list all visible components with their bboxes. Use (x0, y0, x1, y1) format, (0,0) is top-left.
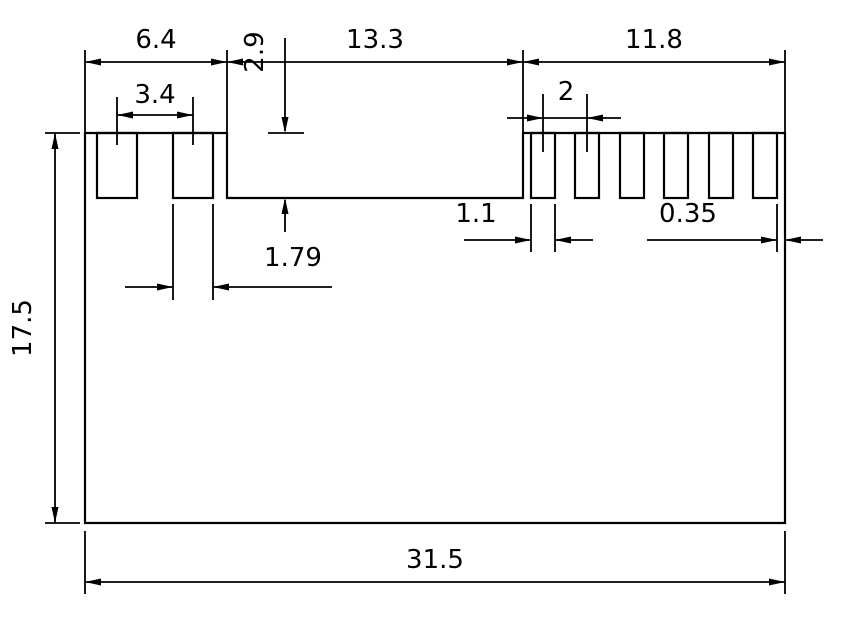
dimension-left-slot-spacing: 3.4 (116, 80, 194, 145)
right-slot-6 (751, 131, 779, 200)
dimension-overall-height: 17.5 (8, 132, 80, 524)
dimension-right-slot-width: 1.1 (455, 199, 593, 252)
dimension-label: 3.4 (134, 80, 175, 110)
part-outline (83, 131, 787, 525)
arrowhead (117, 111, 133, 119)
dimension-label: 2 (558, 77, 575, 107)
dimension-label: 2.9 (240, 31, 270, 72)
arrowhead (785, 236, 801, 244)
arrowhead (587, 114, 603, 122)
arrowhead (515, 236, 531, 244)
arrowhead (527, 114, 543, 122)
dimension-label: 11.8 (625, 25, 683, 55)
dimension-middle-recess-width: 13.3 (227, 25, 524, 133)
dimension-overall-width: 31.5 (84, 531, 786, 594)
arrowhead (281, 198, 289, 214)
arrowhead (177, 111, 193, 119)
right-slot-5 (707, 131, 735, 200)
part-profile (83, 131, 787, 525)
arrowhead (507, 58, 523, 66)
arrowhead (281, 117, 289, 133)
arrowhead (761, 236, 777, 244)
dimension-label: 1.1 (455, 199, 496, 229)
arrowhead (85, 58, 101, 66)
dimension-label: 1.79 (264, 243, 322, 273)
arrowhead (51, 507, 59, 523)
arrowhead (523, 58, 539, 66)
arrowhead (157, 283, 173, 291)
dimension-label: 17.5 (8, 299, 38, 357)
right-slot-3 (618, 131, 646, 200)
dimension-right-edge-margin: 0.35 (647, 199, 823, 252)
dimension-recess-depth: 2.9 (240, 31, 304, 232)
arrowhead (211, 58, 227, 66)
dimension-label: 6.4 (135, 25, 176, 55)
dimension-label: 31.5 (406, 545, 464, 575)
dimension-right-slot-spacing: 2 (507, 77, 621, 152)
arrowhead (555, 236, 571, 244)
dimension-label: 0.35 (659, 199, 717, 229)
arrowhead (227, 58, 243, 66)
dimension-label: 13.3 (346, 25, 404, 55)
right-slot-4 (662, 131, 690, 200)
arrowhead (213, 283, 229, 291)
arrowhead (769, 578, 785, 586)
dimension-left-section-width: 6.4 (84, 25, 228, 133)
arrowhead (769, 58, 785, 66)
dimension-left-slot-width: 1.79 (125, 204, 332, 300)
arrowhead (85, 578, 101, 586)
arrowhead (51, 133, 59, 149)
dimension-right-section-width: 11.8 (523, 25, 786, 133)
